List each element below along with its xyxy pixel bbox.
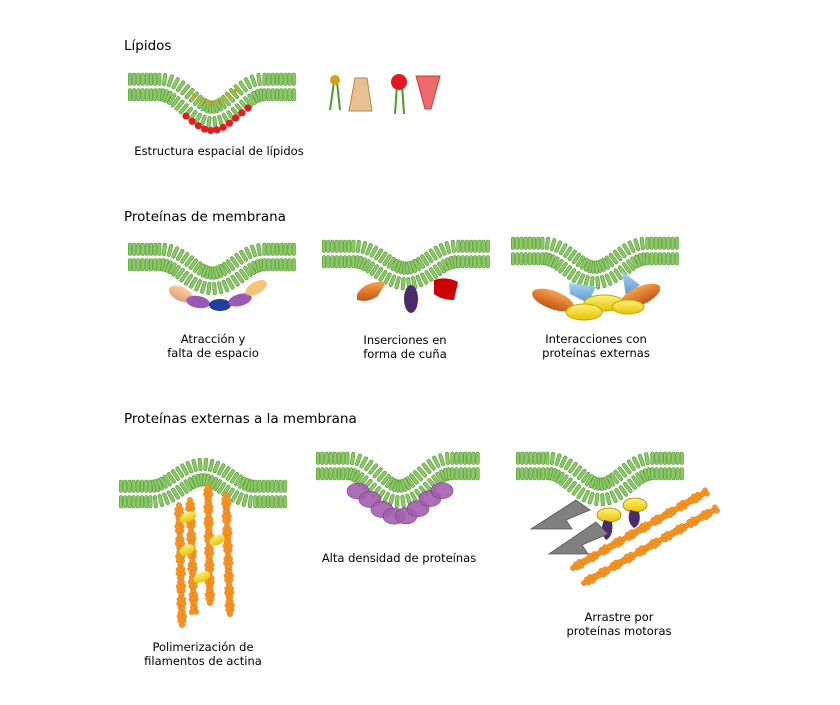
caption-wedge-line2: forma de cuña bbox=[363, 347, 447, 361]
caption-interactions: Interacciones con proteínas externas bbox=[542, 332, 650, 360]
caption-wedge: Inserciones en forma de cuña bbox=[363, 333, 447, 361]
caption-lipid-structure: Estructura espacial de lípidos bbox=[134, 144, 303, 158]
section-title-membrane-proteins: Proteínas de membrana bbox=[124, 209, 286, 225]
membrane-interactions bbox=[511, 237, 678, 289]
caption-attraction-line1: Atracción y bbox=[167, 332, 259, 346]
drag-direction-arrows bbox=[531, 500, 608, 554]
membrane-motors bbox=[516, 452, 683, 506]
caption-motors: Arrastre por proteínas motoras bbox=[566, 610, 671, 638]
membrane-lipids bbox=[128, 73, 295, 129]
caption-motors-line1: Arrastre por bbox=[566, 610, 671, 624]
section-title-external-proteins: Proteínas externas a la membrana bbox=[124, 411, 357, 427]
membrane-attraction bbox=[128, 243, 295, 295]
caption-motors-line2: proteínas motoras bbox=[566, 624, 671, 638]
membrane-wedge bbox=[322, 240, 489, 290]
membrane-layer bbox=[119, 73, 683, 508]
caption-actin-line1: Polimerización de bbox=[144, 640, 262, 654]
membrane-density bbox=[316, 452, 479, 508]
caption-attraction: Atracción y falta de espacio bbox=[167, 332, 259, 360]
caption-density: Alta densidad de proteínas bbox=[322, 551, 476, 565]
cone-shape-icon bbox=[416, 76, 440, 109]
membrane-actin bbox=[119, 458, 286, 508]
section-title-lipids: Lípidos bbox=[124, 38, 171, 54]
caption-interactions-line2: proteínas externas bbox=[542, 346, 650, 360]
caption-wedge-line1: Inserciones en bbox=[363, 333, 447, 347]
caption-actin-line2: filamentos de actina bbox=[144, 654, 262, 668]
cone-lipid-icon bbox=[330, 75, 340, 110]
caption-attraction-line2: falta de espacio bbox=[167, 346, 259, 360]
caption-interactions-line1: Interacciones con bbox=[542, 332, 650, 346]
inverted-cone-shape-icon bbox=[349, 78, 372, 111]
caption-actin: Polimerización de filamentos de actina bbox=[144, 640, 262, 668]
head-large-lipid-icon bbox=[391, 74, 407, 114]
